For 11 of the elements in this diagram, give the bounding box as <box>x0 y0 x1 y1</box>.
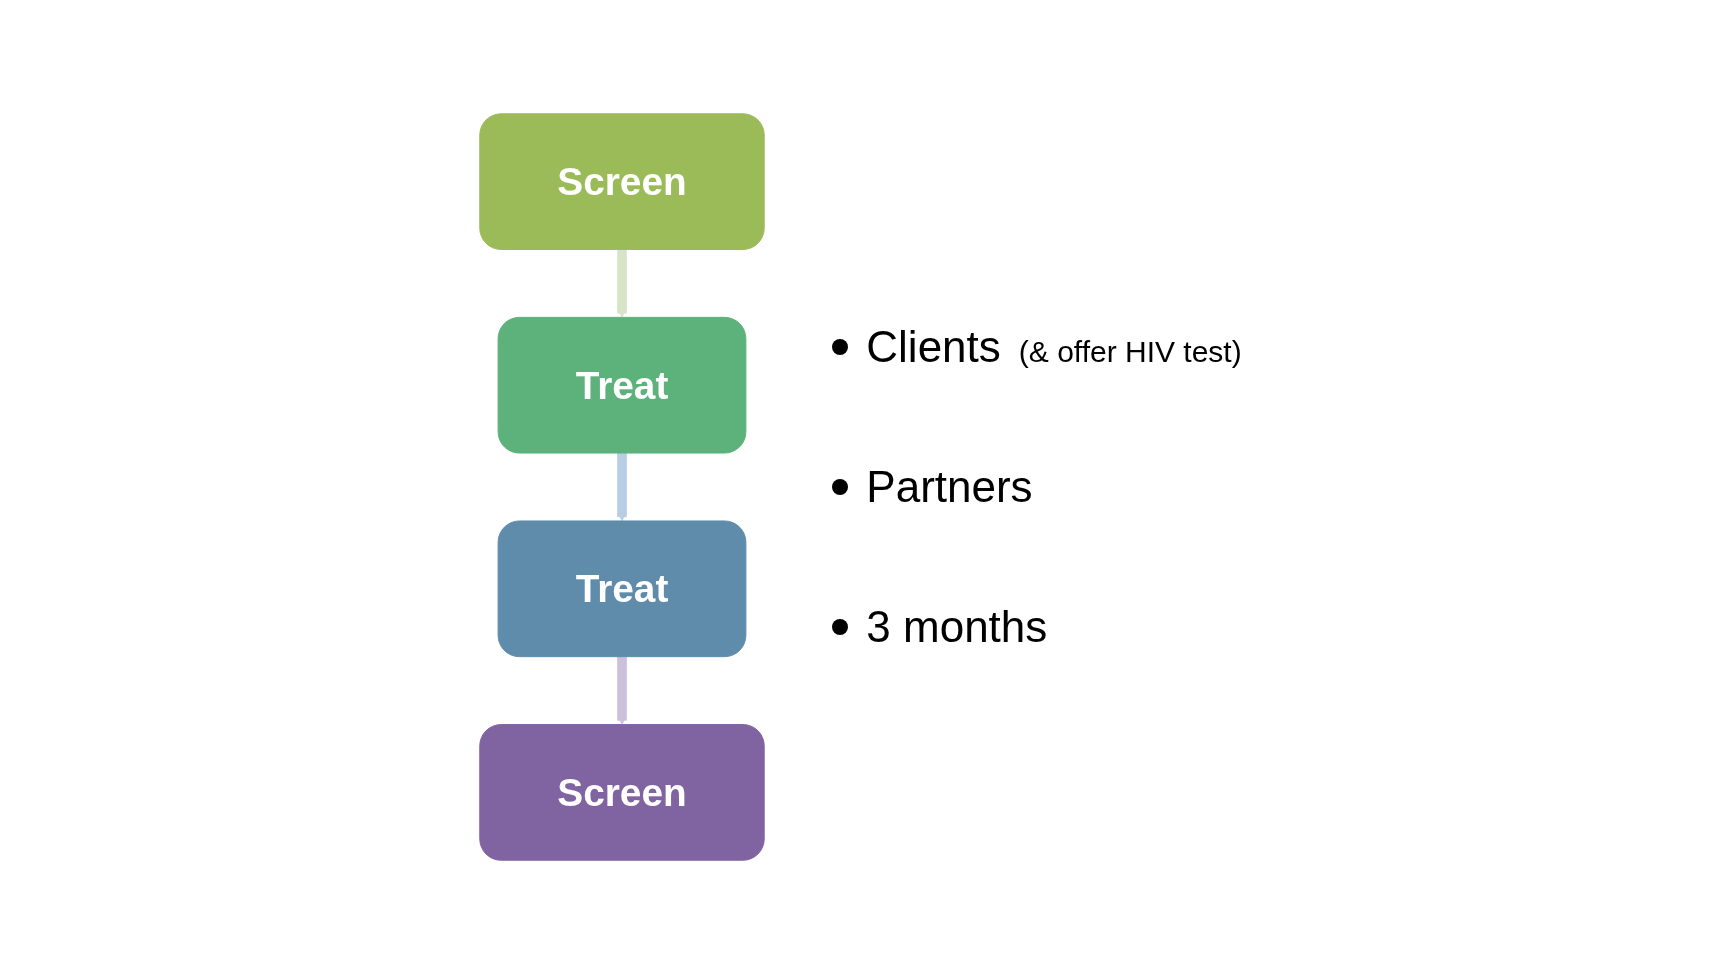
node-box: Screen <box>479 724 766 861</box>
arrow <box>617 453 628 522</box>
arrow <box>617 656 628 725</box>
bullet-text: Partners <box>866 462 1033 512</box>
bullet-text: Clients <box>866 322 1001 372</box>
note-text: (& offer HIV test) <box>1018 335 1242 369</box>
node-box: Screen <box>479 113 766 250</box>
bullet-text: 3 months <box>866 602 1048 652</box>
node-box: Treat <box>497 316 747 454</box>
arrow <box>617 249 628 318</box>
node-box: Treat <box>497 520 747 658</box>
